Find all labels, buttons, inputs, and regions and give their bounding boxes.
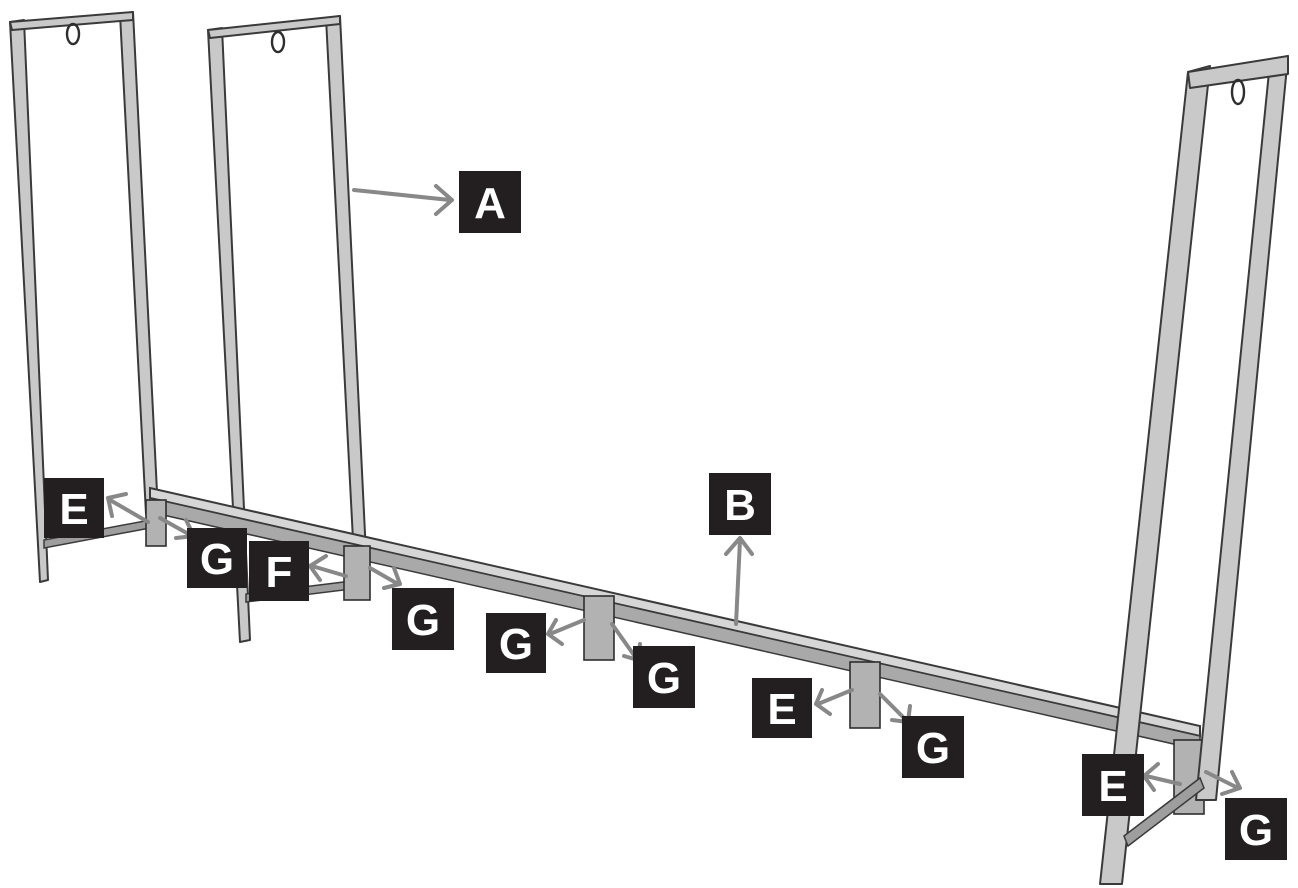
part-label-g5-text: G	[916, 724, 950, 773]
part-label-g6: G	[1225, 798, 1287, 860]
part-label-g3-text: G	[499, 620, 533, 669]
part-label-g6-text: G	[1239, 806, 1273, 855]
arrow-e2	[814, 688, 854, 716]
part-label-e2: E	[752, 678, 812, 738]
part-label-g1-text: G	[200, 535, 234, 584]
side-frame-right	[1099, 55, 1289, 885]
part-label-g4-text: G	[647, 654, 681, 703]
part-label-a: A	[459, 171, 521, 233]
part-label-e3: E	[1082, 754, 1144, 816]
part-label-a-text: A	[474, 179, 506, 228]
part-label-e1-text: E	[59, 485, 88, 534]
part-label-g3: G	[486, 613, 546, 673]
arrow-g6	[1204, 770, 1242, 796]
part-label-g1: G	[187, 528, 247, 588]
part-label-g4: G	[633, 646, 695, 708]
arrow-e1	[106, 492, 150, 524]
arrow-f	[308, 554, 348, 582]
hanging-ring-icon	[1230, 78, 1246, 106]
part-label-f: F	[249, 541, 309, 601]
part-label-e2-text: E	[767, 685, 796, 734]
part-label-b-text: B	[724, 481, 756, 530]
side-frame-middle	[207, 15, 369, 643]
arrow-a	[352, 184, 454, 216]
part-label-e3-text: E	[1098, 762, 1127, 811]
rail-joint-bracket	[849, 661, 881, 729]
hanging-ring-icon	[270, 30, 286, 54]
part-label-e1: E	[44, 478, 104, 538]
part-label-g2: G	[392, 588, 454, 650]
part-label-g5: G	[902, 716, 964, 778]
bottom-rail	[145, 486, 1205, 815]
rail-joint-bracket	[583, 595, 615, 661]
arrow-g3	[546, 618, 586, 646]
hanging-ring-icon	[65, 22, 81, 46]
part-label-g2-text: G	[406, 596, 440, 645]
arrow-g2	[368, 566, 402, 590]
part-label-b: B	[709, 473, 771, 535]
part-label-f-text: F	[266, 548, 293, 597]
rail-joint-bracket	[343, 545, 371, 601]
arrow-b	[724, 536, 754, 626]
